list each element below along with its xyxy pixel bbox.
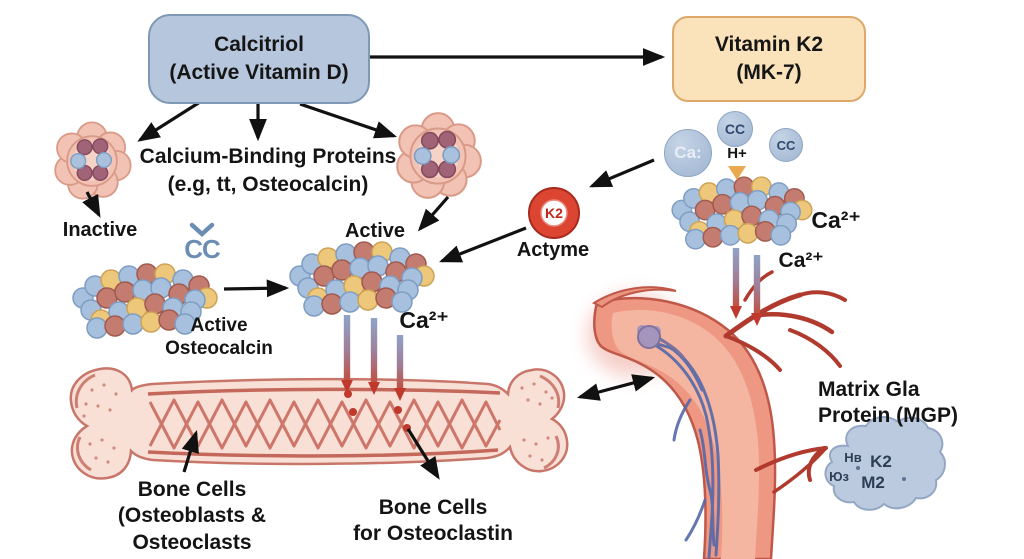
ca-ion-label: Ca: [674,143,702,162]
arrow-cell-to-inactive [82,191,101,218]
bone-trabecular-lattice [148,398,502,450]
active-label: Active [344,220,406,242]
ca2-right-lower-label: Ca²⁺ [778,249,824,272]
cc-top-label: CC [724,121,746,137]
mgp-cloud [824,416,946,511]
calcium-binding-label: Calcium-Binding Proteins (e.g, tt, Osteo… [139,145,397,196]
k2-enzyme-badge [528,187,580,239]
vessel-cell [637,325,685,359]
arrow-cell-to-active [417,195,450,232]
ca2-middle-label: Ca²⁺ [399,307,449,333]
h-plus-label: H+ [727,145,747,162]
vessel-lip [591,286,677,309]
calcium-cluster-right [671,176,813,250]
inactive-cell [54,121,132,200]
vessel-lumen [611,309,760,559]
vessel-branches [723,270,847,494]
active-osteocalcin-label: Active Osteocalcin [165,315,273,360]
cc-chevron-icon [189,222,215,238]
ca2-right-upper-label: Ca²⁺ [811,207,861,233]
cc-circle-top: CC [717,111,753,147]
calcium-flow-arrows-bone [341,315,406,401]
bone-cells-right-label: Bone Cells for Osteoclastin [353,496,513,546]
cloud-k2-label: K2 [870,452,892,471]
cc-circle-right: CC [769,128,803,162]
k2-badge-label: K2 [545,205,563,221]
bone-illustration [69,367,569,480]
calcitriol-box: Calcitriol (Active Vitamin D) [148,14,370,104]
osteocalcin-cluster-middle [289,241,435,317]
vitamin-k2-box: Vitamin K2 (MK-7) [672,16,866,102]
bone-speckles [82,382,554,464]
ca-ion-circle: Ca: [664,129,712,177]
arrow-k2-to-cluster [439,226,527,263]
h-plus-triangle-icon [728,166,746,180]
calcitriol-title: Calcitriol [214,32,304,56]
fan-arrow-left [137,100,201,142]
cc-right-label: CC [776,137,796,153]
bone-cells-left-label: Bone Cells (Osteoblasts & Osteoclasts [117,478,267,554]
active-cell [396,112,482,199]
cloud-h-label: Hв [844,450,862,465]
arrow-bone-vessel-double [576,374,656,401]
vitamin-k2-title: Vitamin K2 [714,32,824,56]
arrow-ca-to-k2enzyme [589,158,655,188]
connector-arrows [82,48,666,480]
cloud-u3-label: Юз [829,469,849,484]
arrow-bone-to-label [406,428,440,480]
arrow-cluster-to-cluster [223,279,290,298]
blood-vessel-illustration [587,270,847,559]
fan-arrow-right [299,102,398,139]
cc-symbol: CC [184,234,221,264]
matrix-gla-label: Matrix Gla Protein (MGP) [818,378,958,428]
actyme-label: Actyme [516,239,590,261]
calcium-flow-arrows-vessel [730,248,763,326]
vitamin-k2-subtitle: (MK-7) [736,61,802,84]
cloud-m2-label: M2 [861,473,885,492]
arrow-label-to-bone [181,429,199,473]
inactive-label: Inactive [62,219,138,241]
calcitriol-subtitle: (Active Vitamin D) [169,61,349,84]
